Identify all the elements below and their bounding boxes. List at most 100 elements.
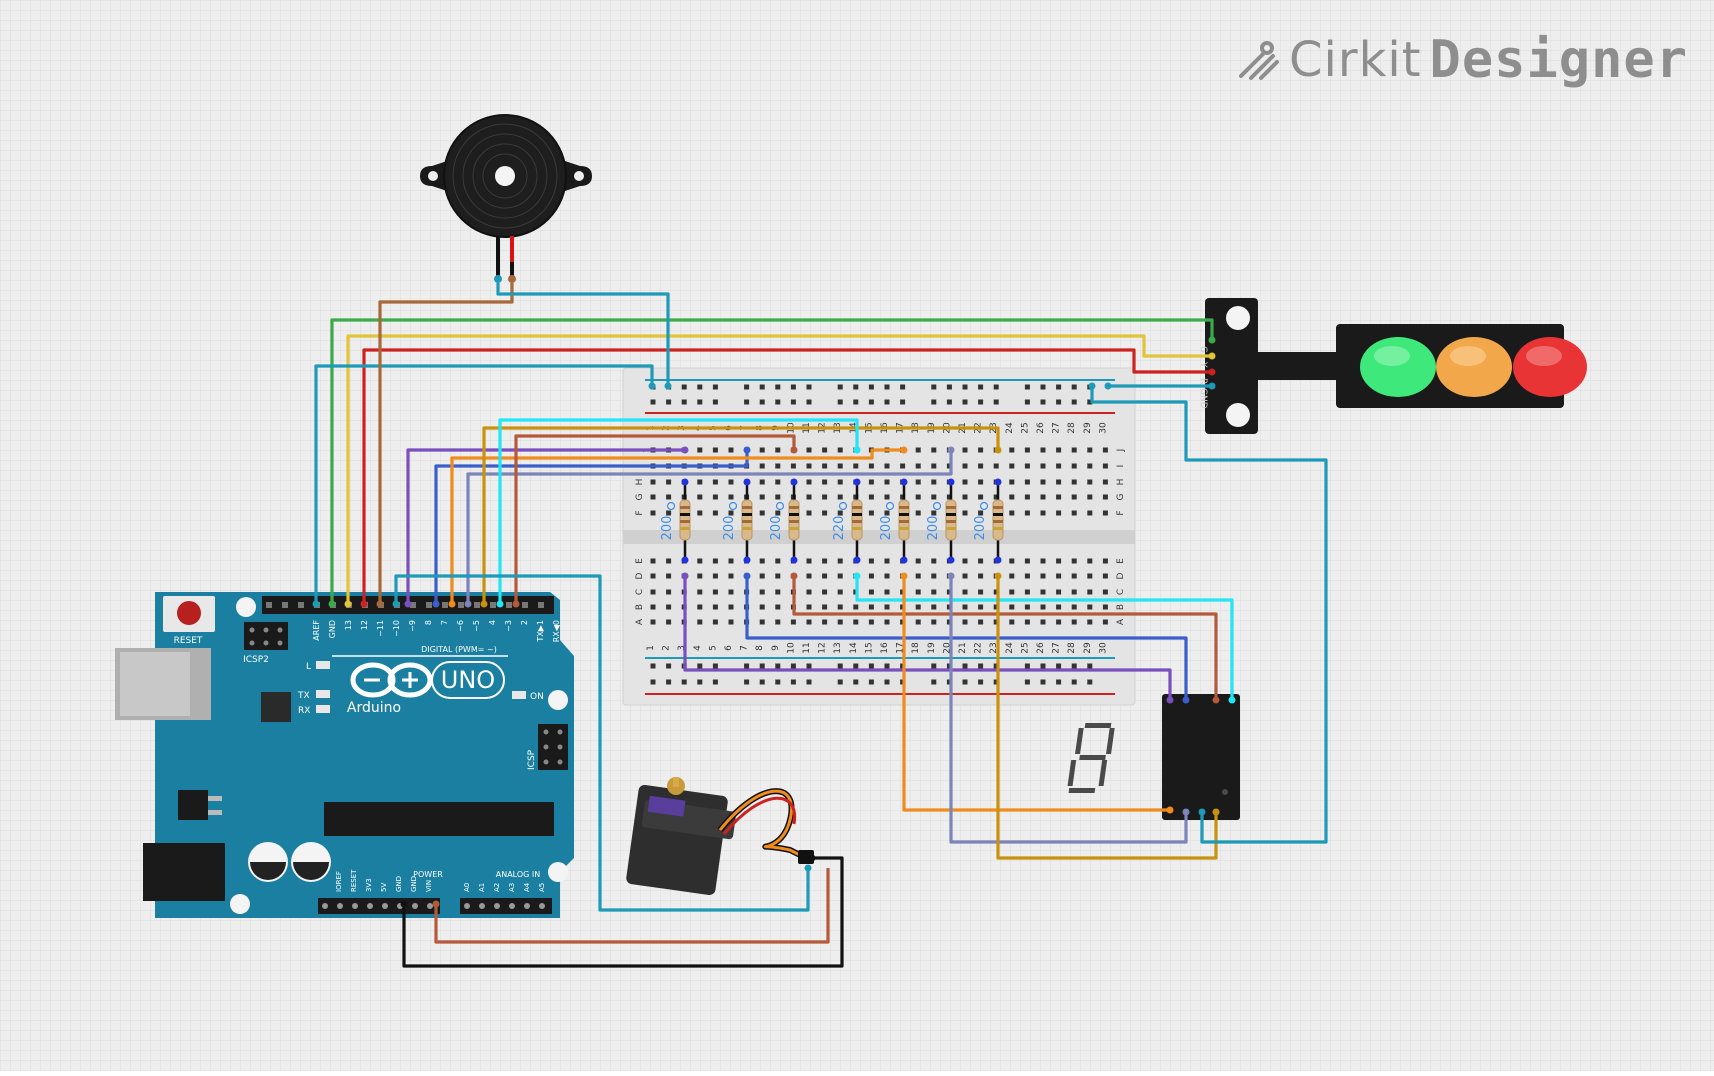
tl-pin-gnd: GND xyxy=(1198,388,1208,409)
bb-row-label-G: G xyxy=(635,493,645,500)
power-pin-label: RESET xyxy=(350,869,358,892)
wire-blue-seg xyxy=(745,576,1188,700)
wire-cyan-3 xyxy=(498,418,859,604)
resistor-3[interactable]: 200 xyxy=(769,478,800,564)
bb-row-label-F: F xyxy=(635,510,645,515)
uno-wordmark: UNO xyxy=(441,666,495,694)
bb-col-label-7-bot: 7 xyxy=(740,645,750,651)
power-label: POWER xyxy=(413,870,443,879)
analog-pin-label: A2 xyxy=(493,883,501,892)
tx-led-label: TX xyxy=(297,691,310,701)
resistor-4[interactable]: 220 xyxy=(832,478,863,564)
tl-pin-y: Y xyxy=(1198,361,1208,368)
bb-col-label-6-bot: 6 xyxy=(724,645,734,651)
analog-label: ANALOG IN xyxy=(496,870,541,879)
digital-pin-label: ~10 xyxy=(392,620,401,637)
wire-gold-4 xyxy=(482,426,1000,604)
resistor-value-label: 200 xyxy=(722,516,737,541)
digital-pin-label: ~11 xyxy=(376,620,385,637)
wire-teal-tl-gnd xyxy=(1090,386,1328,844)
bb-col-label-19-bot: 19 xyxy=(927,642,937,654)
servo-motor-icon[interactable] xyxy=(625,777,814,896)
atmega-chip xyxy=(324,802,554,836)
bb-col-label-26-top: 26 xyxy=(1036,422,1046,434)
tl-pin-g: G xyxy=(1198,346,1208,353)
bb-row-label-A: A xyxy=(1116,618,1126,625)
resistor-6[interactable]: 200 xyxy=(926,478,957,564)
bb-row-label-C: C xyxy=(1116,589,1126,595)
wire-orange-seg xyxy=(902,576,1170,812)
tl-pin-r: R xyxy=(1198,378,1208,384)
bb-row-label-D: D xyxy=(1116,572,1126,579)
bb-col-label-9-bot: 9 xyxy=(771,645,781,651)
resistor-5[interactable]: 200 xyxy=(879,478,910,564)
resistor-group: 200 200 200 220 200 200 200 xyxy=(660,478,1004,564)
resistor-7[interactable]: 200 xyxy=(973,478,1004,564)
bb-col-label-25-top: 25 xyxy=(1020,422,1030,433)
bb-row-label-E: E xyxy=(1116,558,1126,564)
resistor-2[interactable]: 200 xyxy=(722,478,753,564)
bb-col-label-29-bot: 29 xyxy=(1083,642,1093,654)
wire-black-gnd xyxy=(402,856,844,968)
digital-pin-label: 2 xyxy=(520,620,529,625)
digital-pin-label: AREF xyxy=(312,620,321,641)
cirkit-designer-brand: Cirkit Designer xyxy=(1237,30,1688,90)
wire-gold-seg xyxy=(996,576,1218,860)
power-header xyxy=(318,898,440,914)
bb-row-label-B: B xyxy=(635,604,645,610)
digital-label: DIGITAL (PWM= ~) xyxy=(421,645,497,654)
bb-col-label-2-bot: 2 xyxy=(662,645,672,651)
analog-pin-label: A3 xyxy=(508,883,516,892)
bb-col-label-29-top: 29 xyxy=(1083,422,1093,434)
bb-col-label-25-bot: 25 xyxy=(1020,642,1030,653)
wire-green-13 xyxy=(330,318,1214,604)
analog-pin-label: A5 xyxy=(538,883,546,892)
bb-row-label-J: J xyxy=(1116,449,1126,453)
reset-label: RESET xyxy=(174,636,203,646)
bb-col-label-20-bot: 20 xyxy=(942,642,952,654)
traffic-light-module-icon[interactable]: G Y R GND xyxy=(1198,298,1587,434)
icsp-label: ICSP xyxy=(527,749,537,770)
power-pin-label: 3V3 xyxy=(365,878,373,892)
bb-col-label-15-bot: 15 xyxy=(864,642,874,653)
wire-teal-buzzer xyxy=(496,283,670,386)
bb-col-label-27-top: 27 xyxy=(1052,422,1062,433)
resistor-value-label: 220 xyxy=(832,516,847,541)
breadboard[interactable]: 1122334455667788991010111112121313141415… xyxy=(622,367,1136,706)
analog-pin-label: A0 xyxy=(463,883,471,892)
resistor-value-label: 200 xyxy=(926,516,941,541)
bb-col-label-28-bot: 28 xyxy=(1067,642,1077,654)
bb-row-label-E: E xyxy=(635,558,645,564)
seven-segment-display-icon[interactable] xyxy=(1067,694,1240,820)
green-led xyxy=(1360,337,1436,397)
bb-col-label-28-top: 28 xyxy=(1067,422,1077,434)
bb-col-label-12-bot: 12 xyxy=(818,642,828,653)
bb-col-label-14-bot: 14 xyxy=(849,642,859,654)
bb-row-label-F: F xyxy=(1116,510,1126,515)
bb-row-label-D: D xyxy=(635,572,645,579)
wire-cyan-seg xyxy=(855,576,1234,700)
bb-col-label-22-bot: 22 xyxy=(974,642,984,653)
bb-col-label-16-bot: 16 xyxy=(880,642,890,654)
wire-copper-2 xyxy=(514,434,796,604)
resistor-1[interactable]: 200 xyxy=(660,478,691,564)
icsp2-label: ICSP2 xyxy=(243,655,269,665)
chip-small xyxy=(261,692,291,722)
reset-button[interactable] xyxy=(177,601,201,625)
bb-col-label-30-bot: 30 xyxy=(1098,642,1108,654)
digital-pin-label: ~6 xyxy=(456,620,465,632)
bb-col-label-26-bot: 26 xyxy=(1036,642,1046,654)
wire-teal-9-servo xyxy=(394,574,810,912)
piezo-buzzer-icon[interactable] xyxy=(420,114,592,283)
bb-col-label-27-bot: 27 xyxy=(1052,642,1062,653)
wire-purple-seg xyxy=(683,576,1172,700)
wire-orange-6 xyxy=(450,448,904,604)
resistor-value-label: 200 xyxy=(879,516,894,541)
analog-header xyxy=(460,898,552,914)
bb-col-label-5-bot: 5 xyxy=(708,645,718,651)
bb-col-label-17-bot: 17 xyxy=(896,642,906,653)
wire-red-vin xyxy=(434,868,830,944)
